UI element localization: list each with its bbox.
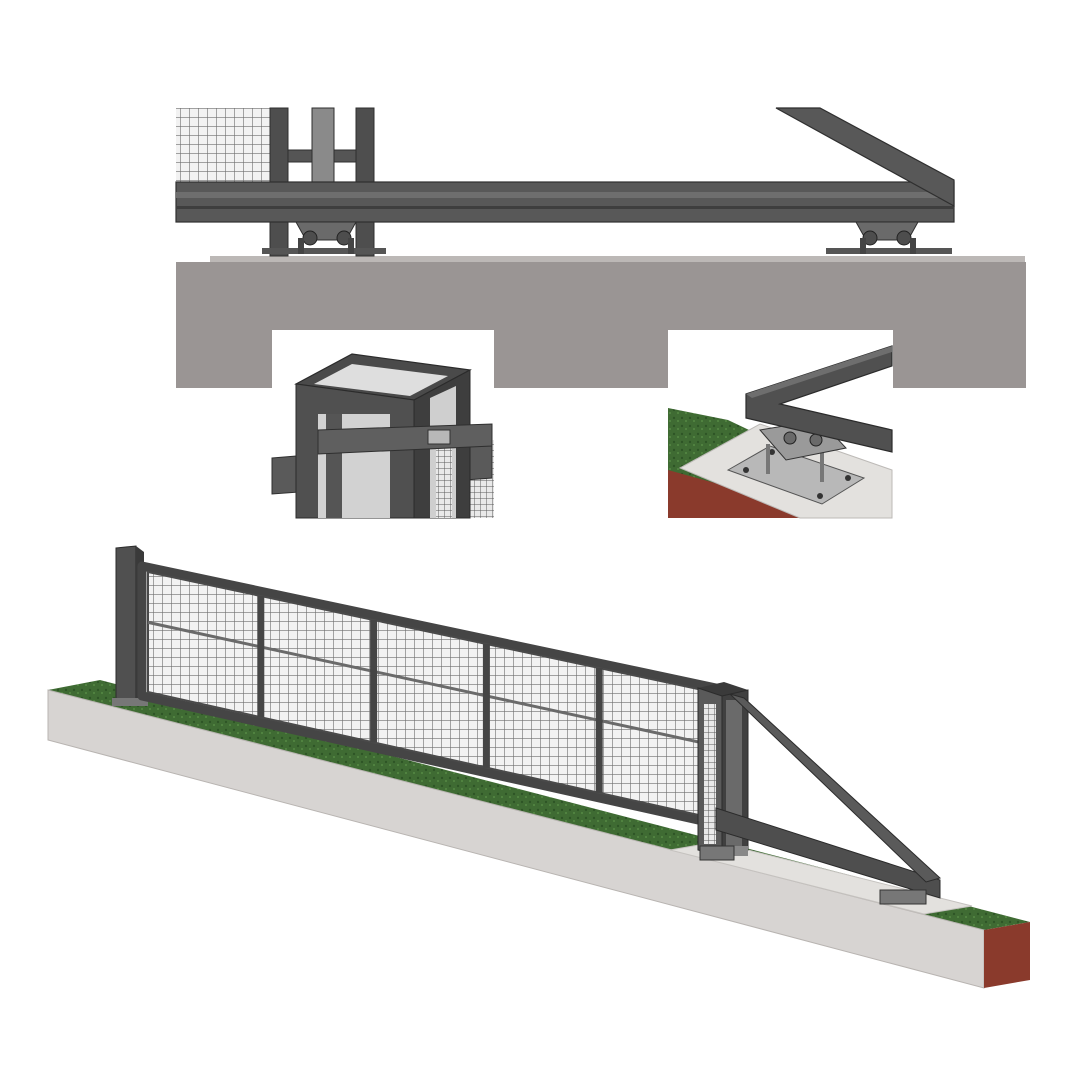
panel-mid-rail <box>260 645 374 673</box>
panel-mid-rail <box>373 669 487 698</box>
bottom-beam-groove <box>176 206 954 209</box>
panel-mid-rail <box>147 620 262 649</box>
roller-carriage-left <box>262 221 386 254</box>
inset-roller-base <box>668 330 893 519</box>
foundation-end <box>984 922 1030 988</box>
foundation-beam <box>176 262 1026 388</box>
panel-mid-rail <box>598 718 713 747</box>
elevation-detail <box>175 107 1026 388</box>
roller-carriage-right <box>826 221 952 254</box>
tail-brace <box>775 107 955 208</box>
bottom-beam <box>175 181 955 223</box>
mesh-panel <box>372 618 488 769</box>
mesh-fill <box>176 108 286 184</box>
mesh-panels <box>147 570 713 820</box>
post-inner <box>311 107 335 185</box>
mesh-panel <box>485 642 601 795</box>
mesh-panel <box>598 666 713 820</box>
foundation-top-strip <box>210 256 1025 262</box>
counterweight-tail <box>699 693 941 905</box>
inset-post-closeup <box>271 330 494 519</box>
panel-mid-rail <box>486 694 600 722</box>
bottom-beam-highlight <box>176 192 954 198</box>
isometric-gate <box>47 545 1030 989</box>
